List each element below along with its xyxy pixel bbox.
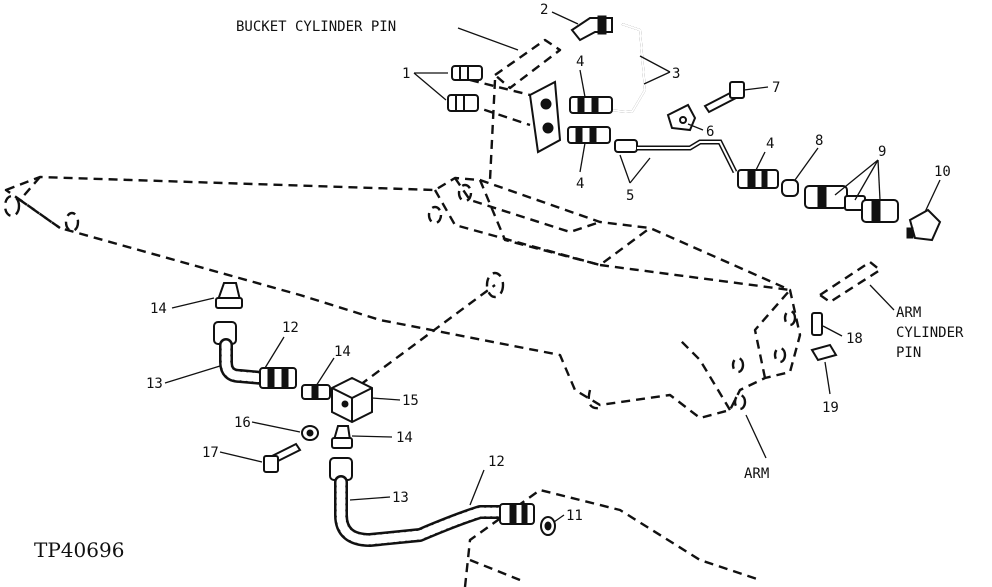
callout-1: 1 xyxy=(402,66,410,82)
callout-10: 10 xyxy=(934,164,951,180)
callout-14-top: 14 xyxy=(150,301,167,317)
washer-11 xyxy=(540,516,556,536)
callout-14-middle: 14 xyxy=(334,344,351,360)
callout-14-lower: 14 xyxy=(396,430,413,446)
tube-5 xyxy=(614,139,738,174)
callout-3: 3 xyxy=(672,66,680,82)
label-arm: ARM xyxy=(744,466,769,482)
callout-2: 2 xyxy=(540,2,548,18)
fitting-8 xyxy=(781,179,799,197)
figure-reference: TP40696 xyxy=(34,538,124,562)
key-19 xyxy=(810,343,838,362)
callout-5: 5 xyxy=(626,188,634,204)
bolt-7 xyxy=(703,81,745,114)
washer-16 xyxy=(301,425,319,441)
tee-block-15 xyxy=(331,376,373,424)
callout-11: 11 xyxy=(566,508,583,524)
callout-18: 18 xyxy=(846,331,863,347)
callout-7: 7 xyxy=(772,80,780,96)
callout-6: 6 xyxy=(706,124,714,140)
callout-16: 16 xyxy=(234,415,251,431)
callout-8: 8 xyxy=(815,133,823,149)
manifold-plate xyxy=(528,80,562,154)
fitting-1-lower xyxy=(447,94,479,112)
label-bucket-cylinder-pin: BUCKET CYLINDER PIN xyxy=(236,19,396,35)
clamp-6 xyxy=(666,103,697,132)
callout-4-bottom: 4 xyxy=(576,176,584,192)
callout-15: 15 xyxy=(402,393,419,409)
fitting-14-top xyxy=(215,282,243,309)
adapter-4-right xyxy=(737,169,779,189)
callout-17: 17 xyxy=(202,445,219,461)
callout-13-lower: 13 xyxy=(392,490,409,506)
hose-assembly-upper xyxy=(213,321,297,389)
callout-4-top: 4 xyxy=(576,54,584,70)
connector-line xyxy=(469,78,531,97)
callout-12-upper: 12 xyxy=(282,320,299,336)
callout-13-upper: 13 xyxy=(146,376,163,392)
elbow-10 xyxy=(906,208,942,242)
callout-9: 9 xyxy=(878,144,886,160)
callout-4-right: 4 xyxy=(766,136,774,152)
arm-cylinder-pin xyxy=(818,260,882,304)
coupler-9 xyxy=(804,185,899,223)
tube-3-inner xyxy=(604,23,647,114)
leader-lines xyxy=(164,11,941,523)
arm-outline xyxy=(3,175,802,420)
boom-outline xyxy=(463,488,761,587)
adapter-4-upper xyxy=(569,96,613,114)
label-arm-cylinder-pin-line1: ARM xyxy=(896,305,921,321)
connector-line xyxy=(359,284,496,386)
callout-19: 19 xyxy=(822,400,839,416)
pin-18 xyxy=(811,312,823,336)
elbow-fitting-2 xyxy=(570,15,613,42)
bolt-17 xyxy=(263,442,302,473)
callout-12-lower: 12 xyxy=(488,454,505,470)
bucket-cylinder-pin xyxy=(488,38,562,181)
fitting-1-upper xyxy=(451,65,483,81)
hose-assembly-lower xyxy=(329,457,535,547)
connector-line xyxy=(469,103,531,127)
fitting-14-lower xyxy=(331,425,353,449)
label-arm-cylinder-pin-line3: PIN xyxy=(896,345,921,361)
label-arm-cylinder-pin-line2: CYLINDER xyxy=(896,325,964,341)
fitting-14-middle xyxy=(301,384,331,400)
adapter-4-lower xyxy=(567,126,611,144)
